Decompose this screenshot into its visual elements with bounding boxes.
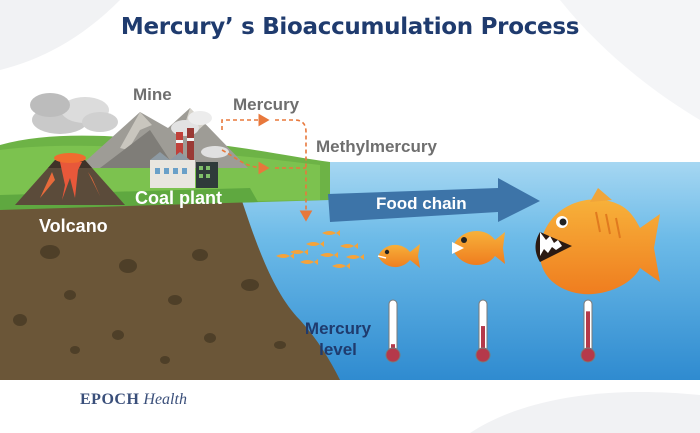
thermometer-3 (580, 299, 596, 363)
label-mercury-level: Mercury level (304, 319, 372, 359)
soil-land (0, 195, 340, 380)
mercury-flow-arrows (221, 113, 313, 222)
coal-plant-icon (150, 111, 229, 188)
food-chain-arrow (328, 178, 540, 222)
thermometer-1 (385, 299, 401, 363)
medium-fish-icon (452, 230, 505, 266)
volcano-icon (15, 93, 125, 205)
label-mine: Mine (133, 85, 172, 104)
thermometer-2 (475, 299, 491, 363)
fish-school-icon (276, 230, 364, 269)
small-fish-icon (377, 244, 420, 268)
label-coal-plant: Coal plant (135, 188, 223, 208)
label-food-chain: Food chain (376, 194, 467, 213)
soil-stones (13, 245, 286, 364)
label-methylmercury: Methylmercury (316, 137, 437, 156)
brand-section: Health (143, 391, 187, 408)
brand-footer: EPOCH Health (80, 391, 187, 409)
label-mercury: Mercury (233, 95, 300, 114)
thermometer-icon (385, 299, 596, 363)
page-title: Mercury’ s Bioaccumulation Process (114, 14, 586, 42)
brand-name: EPOCH (80, 391, 140, 408)
title-container: Mercury’ s Bioaccumulation Process (0, 14, 700, 42)
label-volcano: Volcano (39, 216, 108, 236)
large-fish-icon (535, 188, 660, 295)
